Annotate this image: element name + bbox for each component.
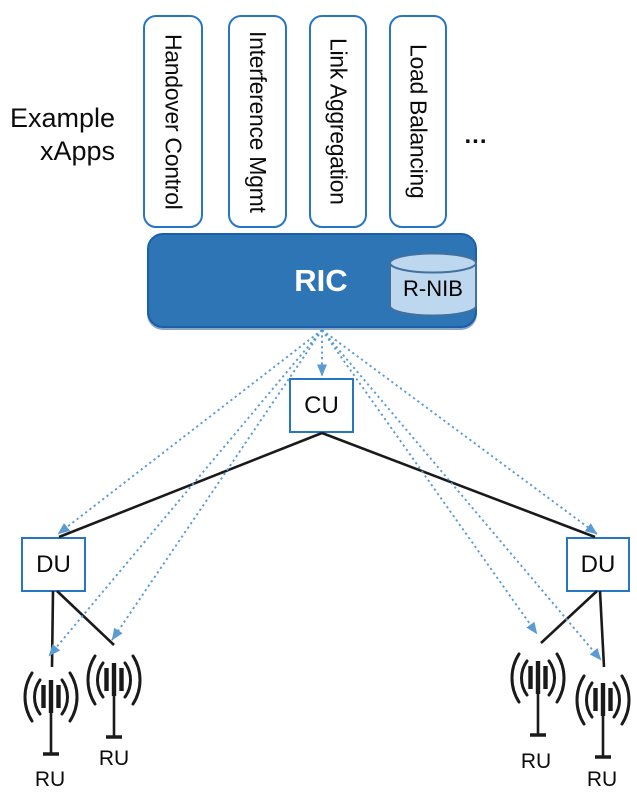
du-label: DU (580, 550, 616, 578)
ru-antenna-icon-2 (86, 654, 142, 739)
ric-to-ru3-link (321, 329, 538, 635)
du-left-box: DU (21, 537, 86, 592)
ru-label-4: RU (586, 768, 618, 791)
cu-to-du-right-link (321, 431, 596, 539)
xapp-label: Load Balancing (405, 44, 432, 199)
cylinder-top (389, 252, 477, 274)
ric-to-du-left-link (57, 329, 323, 535)
du-label: DU (36, 550, 71, 578)
ru-label-1: RU (34, 768, 66, 791)
example-xapps-caption-line2: xApps (39, 136, 115, 166)
example-xapps-caption-line1: Example (9, 103, 115, 133)
xapp-label: Handover Control (160, 33, 187, 210)
ric-to-ru1-link (48, 329, 323, 657)
du-right-to-ru3-link (540, 590, 598, 644)
example-xapps-caption: Example xApps (0, 102, 115, 168)
xapp-box-interference-mgmt: Interference Mgmt (228, 15, 287, 228)
ric-to-ru2-link (111, 329, 323, 641)
du-right-to-ru4-link (598, 590, 606, 668)
cu-to-du-left-link (58, 431, 323, 539)
du-left-to-ru1-link (50, 590, 55, 668)
cylinder-body (389, 263, 477, 317)
xapp-box-handover-control: Handover Control (143, 15, 203, 228)
xapp-label: Interference Mgmt (245, 30, 271, 213)
database-cylinder-icon (389, 252, 477, 317)
du-right-box: DU (566, 537, 630, 592)
ru-antenna-icon-4 (575, 674, 631, 759)
rnib-label: R-NIB (403, 276, 463, 301)
more-xapps-ellipsis: ... (464, 122, 488, 149)
ru-antenna-icon-1 (23, 671, 79, 756)
cu-label: CU (304, 391, 339, 419)
ru-label-3: RU (520, 750, 552, 773)
xapp-box-link-aggregation: Link Aggregation (309, 15, 367, 228)
rnib-database: R-NIB (387, 252, 479, 318)
xapp-box-load-balancing: Load Balancing (389, 15, 447, 228)
ru-antennas (23, 652, 631, 759)
ric-box: RIC R-NIB (147, 233, 477, 328)
ru-label-2: RU (98, 747, 130, 770)
ru-antenna-icon-3 (510, 652, 566, 737)
xapp-label: Link Aggregation (325, 38, 352, 205)
backhaul-fronthaul-links (50, 431, 606, 668)
ric-label: RIC (294, 262, 348, 298)
ric-to-du-right-link (321, 329, 598, 535)
cu-box: CU (289, 378, 354, 433)
ric-to-ru4-link (321, 329, 602, 661)
du-left-to-ru2-link (56, 590, 115, 646)
